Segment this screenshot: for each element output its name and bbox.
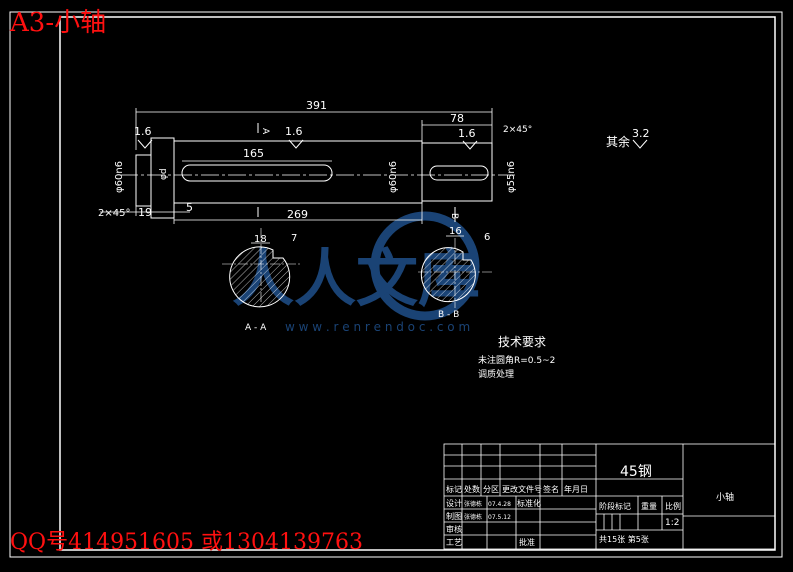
tb-row-name-design: 张德栋 (464, 500, 482, 508)
tb-material: 45钢 (620, 464, 652, 480)
dim-chamfer-right: 2×45° (503, 125, 532, 135)
roughness-1: 1.6 (134, 125, 152, 138)
tb-header-sign: 签名 (543, 484, 559, 494)
tb-scale: 1:2 (665, 518, 679, 528)
watermark-url: w w w . r e n r e n d o c . c o m (285, 320, 470, 334)
outer-border (9, 11, 783, 558)
tb-header-file: 更改文件号 (502, 484, 542, 494)
tb-row-name-draw: 张德栋 (464, 513, 482, 521)
title-block-text: 标记 处数 分区 更改文件号 签名 年月日 设计 张德栋 07.4.28 标准化… (446, 464, 734, 547)
tb-header-zone: 分区 (483, 485, 499, 494)
page-title: A3-小轴 (10, 8, 107, 38)
section-mark-b: B (449, 213, 459, 219)
tb-row-label-draw: 制图 (446, 511, 462, 521)
dim-step-small: 5 (186, 201, 193, 214)
tb-row-col3-design: 标准化 (517, 498, 541, 508)
contact-info: QQ号414951605 或1304139763 (10, 530, 364, 555)
tb-row-date-design: 07.4.28 (488, 501, 511, 508)
dim-left-diameter: φ60n6 (114, 161, 125, 193)
dim-section-b-depth: 6 (484, 232, 490, 243)
tb-row-label-design: 设计 (446, 498, 462, 508)
tb-header-date: 年月日 (564, 484, 588, 494)
tb-row-date-draw: 07.5.12 (488, 514, 511, 521)
dim-right-diameter: φ55n6 (506, 161, 517, 193)
shaft-outline (135, 137, 493, 219)
tb-weight-label: 重量 (641, 501, 657, 511)
requirements-line-1: 未注圆角R=0.5~2 (478, 354, 555, 366)
dimension-lines (100, 108, 493, 224)
dim-overall-length: 391 (306, 99, 327, 112)
section-markers: A B (257, 123, 459, 222)
title-block-grid (443, 443, 776, 550)
dim-mid-diameter: φ60n6 (388, 161, 399, 193)
dim-step-length: 19 (138, 206, 152, 219)
roughness-icon-other (632, 139, 648, 149)
dim-keyway-length: 165 (243, 147, 264, 160)
dim-mid-length: 269 (287, 208, 308, 221)
tb-sheets: 共15张 第5张 (599, 534, 649, 544)
dimension-texts: 391 78 165 269 19 5 2×45° 2×45° φ60n6 φ6… (98, 99, 532, 221)
technical-requirements: 技术要求 未注圆角R=0.5~2 调质处理 (478, 335, 555, 380)
dim-section-b-width: 16 (449, 226, 462, 237)
tb-scale-label: 比例 (665, 501, 681, 511)
tb-row-label-check: 审核 (446, 524, 462, 534)
section-b-label: B - B (438, 310, 459, 320)
roughness-icon-2 (288, 139, 304, 149)
section-mark-a: A (260, 128, 270, 135)
tb-row-col3-approve: 批准 (519, 537, 535, 547)
dim-chamfer-left: 2×45° (98, 208, 130, 219)
roughness-icon-1 (137, 139, 153, 149)
section-a-label: A - A (245, 323, 267, 333)
roughness-other-label: 其余 (606, 134, 630, 149)
tb-part-name: 小轴 (716, 491, 734, 503)
inner-border (59, 16, 776, 551)
dim-diameter-a: φd (159, 168, 169, 180)
dim-right-length: 78 (450, 112, 464, 125)
tb-row-label-process: 工艺 (446, 538, 462, 547)
section-b-view: 16 6 B - B (418, 226, 492, 320)
tb-header-count: 处数 (464, 484, 480, 494)
roughness-other: 3.2 (632, 127, 650, 140)
roughness-3: 1.6 (458, 127, 476, 140)
tb-stage-label: 阶段标记 (599, 501, 631, 511)
tb-header-mark: 标记 (446, 484, 462, 494)
dim-section-a-width: 18 (254, 234, 267, 245)
roughness-2: 1.6 (285, 125, 303, 138)
roughness-marks: 1.6 1.6 1.6 其余 3.2 (134, 125, 650, 150)
requirements-line-2: 调质处理 (478, 368, 514, 380)
roughness-icon-3 (462, 140, 478, 150)
section-a-view: 18 7 A - A (222, 228, 300, 333)
dim-section-a-depth: 7 (291, 233, 297, 244)
requirements-title: 技术要求 (498, 335, 546, 349)
